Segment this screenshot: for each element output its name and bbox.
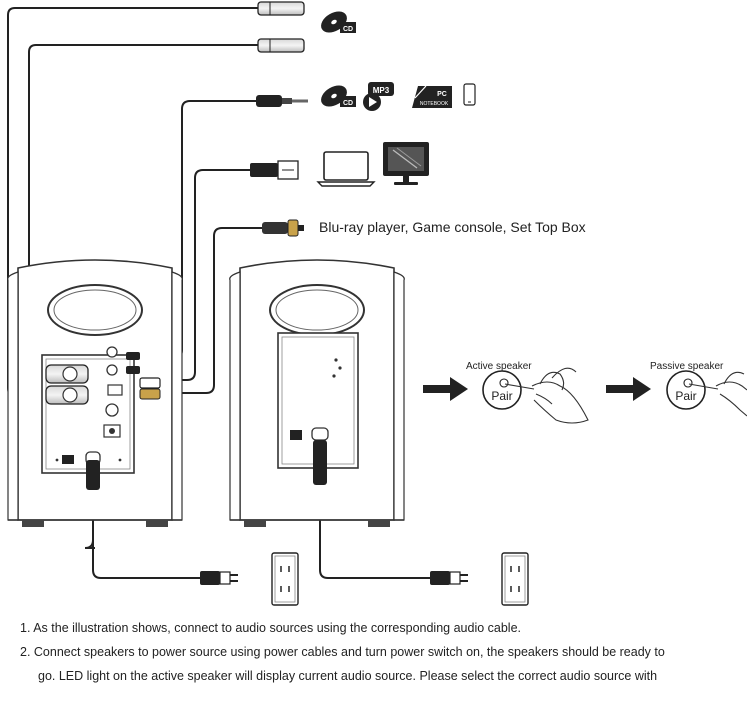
arrow-right-icon [423,377,468,401]
pair-label-active: Pair [491,389,512,403]
laptop-icon [316,151,376,187]
hand-passive [688,371,747,417]
arrow-right-icon-2 [606,377,651,401]
pair-label-passive: Pair [675,389,696,403]
passive-speaker-label: Passive speaker [650,361,724,372]
port-opening-2 [269,284,365,336]
external-sources-label: Blu-ray player, Game console, Set Top Bo… [319,219,586,235]
optical-plug-1 [257,1,305,16]
cd-icon-label: CD [343,26,353,33]
mp3-icon: MP3 [363,82,394,111]
active-speaker [7,259,183,527]
phone-icon [463,83,476,106]
cable-usb [160,169,250,381]
power-cable-2 [319,485,430,579]
optical-plug-2 [257,38,305,53]
pc-label: PC [437,91,447,98]
instruction-1: 1. As the illustration shows, connect to… [20,621,522,635]
pair-button-passive: Pair [666,370,706,410]
wall-outlet-2 [501,552,529,606]
cd-icon-2: CD [321,85,356,107]
instruction-2: 2. Connect speakers to power source usin… [20,645,665,659]
mp3-icon-label: MP3 [373,86,390,95]
usb-plug [250,160,299,180]
instruction-3: go. LED light on the active speaker will… [38,669,658,683]
cd-icon-2-label: CD [343,100,353,107]
passive-speaker [229,259,405,527]
wall-outlet-1 [271,552,299,606]
notebook-label: NOTEBOOK [420,101,449,107]
power-plug-2 [430,571,468,585]
aux-plug [256,95,308,107]
power-plug-1 [200,571,238,585]
active-speaker-label: Active speaker [466,361,532,372]
instructions: 1. As the illustration shows, connect to… [20,616,747,688]
hand-active [504,367,589,424]
pc-notebook-icon: PC NOTEBOOK [412,85,452,108]
port-opening [47,284,143,336]
monitor-icon [383,142,429,185]
cd-icon: CD [321,11,356,33]
power-cable-1 [84,485,200,579]
cable-coaxial [160,227,262,394]
pair-button-active: Pair [482,370,522,410]
coaxial-plug [262,219,304,237]
